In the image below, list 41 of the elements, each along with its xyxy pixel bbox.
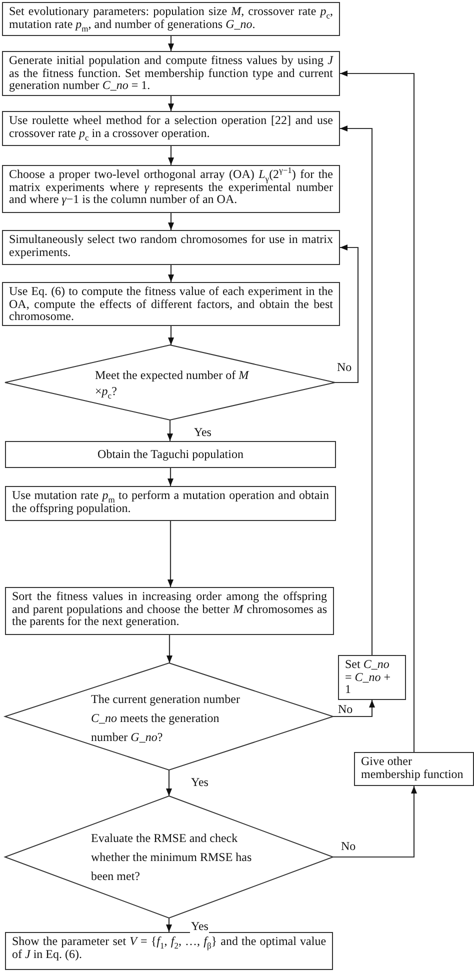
process-box: Simultaneously select two random chromosomes for use in matrix experiments. bbox=[2, 230, 340, 265]
process-box: Generate initial population and compute fitness values by using J as the fitness function. Set membership function type and current generation number C_no = 1. bbox=[2, 51, 340, 96]
arrow bbox=[168, 213, 174, 230]
decision-diamond bbox=[5, 345, 335, 420]
arrow bbox=[166, 918, 172, 932]
process-box: Give other membership function bbox=[354, 752, 474, 786]
process-box: Sort the fitness values in increasing order among the offspring and parent populations and choose the better M chromosomes as the parents for the next generation. bbox=[5, 587, 334, 635]
edge-label: Yes bbox=[193, 426, 212, 439]
arrow bbox=[168, 36, 174, 51]
process-box: Show the parameter set V = {f$_{1}$, f$_{2}$, …, f$_{β}$} and the optimal value of J in Eq. (6). bbox=[5, 932, 333, 970]
process-box: Set evolutionary parameters: population size M, crossover rate p$_{c}$, mutation rate p$_{m}$, and number of generations G_no. bbox=[2, 2, 340, 36]
decision-text: Meet the expected number of M ×p$_{c}$? bbox=[95, 367, 250, 399]
decision-text: The current generation number C_no meets the generation number G_no? bbox=[91, 691, 241, 746]
edge-label: Yes bbox=[190, 776, 210, 789]
arrow bbox=[166, 635, 173, 663]
process-box: Use roulette wheel method for a selection operation [22] and use crossover rate p$_{c}$ in a crossover operation. bbox=[2, 111, 340, 146]
decision-diamond bbox=[5, 663, 333, 770]
arrow bbox=[340, 125, 373, 655]
process-box: Choose a proper two-level orthogonal array (OA) L$_{γ}$(2$^{γ−1}$) for the matrix experiments where γ represents the experimental number and where γ−1 is the column number of an OA. bbox=[2, 165, 340, 213]
arrow bbox=[333, 786, 418, 858]
process-box: Set C_no = C_no + 1 bbox=[338, 655, 406, 700]
edge-label: No bbox=[340, 840, 357, 853]
arrow bbox=[168, 96, 174, 111]
edge-label: No bbox=[336, 361, 353, 374]
arrow bbox=[167, 521, 174, 587]
process-box: Use Eq. (6) to compute the fitness value of each experiment in the OA, compute the effects of different factors, and obtain the best chromosome. bbox=[2, 282, 340, 326]
process-box: Use mutation rate p$_{m}$ to perform a mutation operation and obtain the offspring population. bbox=[5, 486, 336, 521]
arrow bbox=[167, 468, 174, 486]
arrow bbox=[333, 700, 376, 718]
arrow bbox=[168, 265, 174, 282]
arrow bbox=[168, 146, 174, 165]
arrow bbox=[340, 70, 415, 752]
edge-label: No bbox=[337, 703, 354, 716]
arrow bbox=[335, 244, 359, 384]
edge-label: Yes bbox=[190, 920, 210, 933]
decision-text: Evaluate the RMSE and check whether the minimum RMSE has been met? bbox=[91, 830, 253, 885]
arrow bbox=[166, 420, 174, 441]
arrow bbox=[168, 326, 174, 345]
decision-diamond bbox=[5, 796, 333, 918]
arrow bbox=[166, 770, 172, 796]
process-box: Obtain the Taguchi population bbox=[5, 441, 336, 468]
